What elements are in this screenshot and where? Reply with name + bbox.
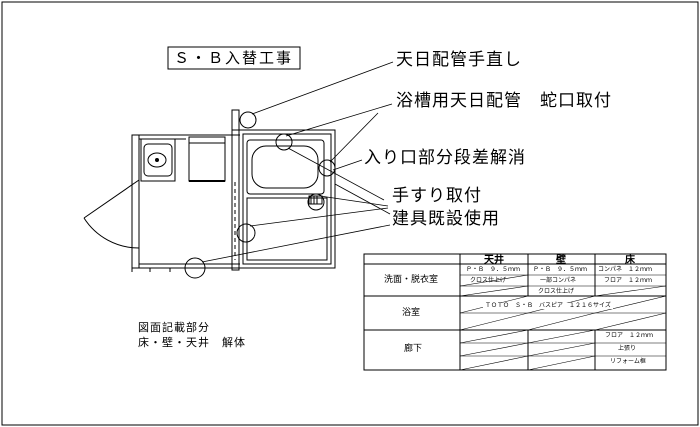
cell-washroom-ceiling-1: Ｐ・Ｂ ９．５ｍｍ [466, 266, 521, 273]
callout-existing-door: 建具既設使用 [392, 209, 500, 229]
table-row-washroom: 洗面・脱衣室 [384, 275, 439, 285]
marker-step [318, 159, 336, 177]
callout-markers [184, 111, 336, 279]
sink-basin [143, 143, 173, 177]
callout-handrail: 手すり取付 [392, 186, 482, 206]
marker-tenbi-pipe [239, 111, 257, 129]
cell-washroom-floor-2: フロア １２ｍｍ [604, 277, 653, 284]
entrance-door-swing [83, 217, 140, 249]
table-header-wall: 壁 [556, 255, 566, 266]
cell-hall-floor-3: リフォーム框 [610, 358, 646, 365]
marker-door-2 [184, 257, 206, 279]
cell-washroom-ceiling-2: クロス仕上げ [470, 277, 507, 284]
table-row-hallway: 廊下 [404, 344, 423, 354]
sink-counter [140, 138, 176, 182]
callout-tenbi-pipe-fix: 天日配管手直し [396, 50, 522, 70]
callout-entrance-step: 入り口部分段差解消 [364, 148, 526, 168]
bathroom-walls [238, 129, 336, 269]
marker-handrail [307, 193, 325, 211]
cell-washroom-floor-1: コンパネ １２ｍｍ [598, 266, 653, 273]
washing-area [246, 197, 328, 261]
callout-bath-pipe-faucet: 浴槽用天日配管 蛇口取付 [396, 91, 612, 111]
drawing-title: Ｓ・Ｂ入替工事 [174, 49, 294, 67]
cell-washroom-wall-3: クロス仕上げ [538, 288, 575, 295]
note-drawing-scope: 図面記載部分 [138, 321, 210, 334]
cell-hall-floor-2: 上張り [618, 345, 637, 352]
floor-plan [83, 109, 336, 272]
spec-table [363, 253, 667, 371]
bathtub [246, 139, 325, 195]
washing-machine [188, 136, 226, 182]
cell-bathroom-unit: ＴＯＴＯ Ｓ・Ｂ バスピア １２１６サイズ [483, 302, 613, 309]
table-header-floor: 床 [625, 255, 635, 266]
entrance-door-leaf [83, 179, 140, 219]
table-header-ceiling: 天井 [484, 255, 504, 266]
cell-washroom-wall-2: 一部コンパネ [540, 277, 577, 284]
cell-washroom-wall-1: Ｐ・Ｂ ９．５ｍｍ [533, 266, 588, 273]
faucet [308, 195, 323, 205]
note-demolition: 床・壁・天井 解体 [138, 336, 246, 349]
leader-lines [201, 61, 394, 263]
table-row-bathroom: 浴室 [402, 308, 421, 318]
cell-hall-floor-1: フロア １２ｍｍ [605, 332, 654, 339]
marker-faucet-pipe [275, 133, 293, 151]
title-box [167, 46, 301, 70]
marker-door [236, 223, 256, 243]
